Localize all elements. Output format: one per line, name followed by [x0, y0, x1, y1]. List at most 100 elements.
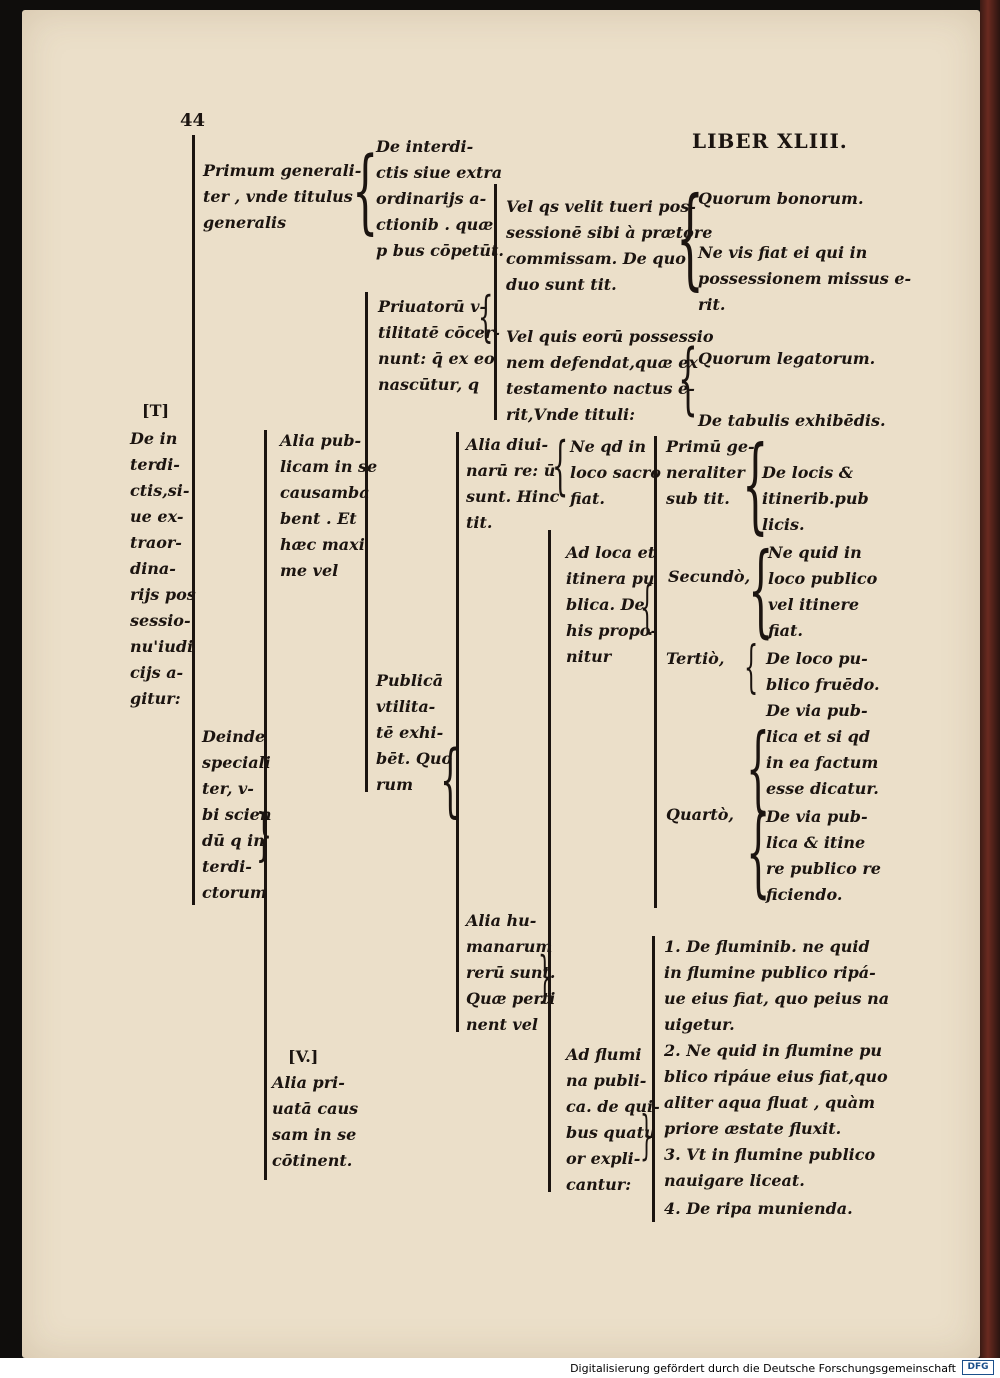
vel-quis-line: testamento nactus e- — [506, 379, 695, 398]
loco-sacro-line: loco sacro — [570, 463, 661, 482]
loco-publico-line: fiat. — [768, 621, 803, 640]
brace: { — [678, 334, 698, 424]
vel-quis-line: nem defendat,quæ ex — [506, 353, 698, 372]
de-interdictis-line: ctis siue extra — [376, 163, 503, 182]
brace: { — [744, 635, 759, 700]
de-via-reficiendo-line: ficiendo. — [766, 885, 843, 904]
brace: { — [552, 429, 569, 503]
root-line: rijs pos — [130, 585, 196, 604]
de-loco-line: De loco pu- — [766, 649, 868, 668]
humanarum-line: Alia hu- — [466, 911, 537, 930]
primum-sub-line: Primū ge- — [666, 437, 755, 456]
root-line: ue ex- — [130, 507, 184, 526]
secundo-label: Secundò, — [668, 567, 751, 586]
ad-loca-line: itinera pu — [566, 569, 655, 588]
deinde-line: ter, v- — [202, 779, 254, 798]
deinde-line: speciali — [202, 753, 271, 772]
ad-loca-line: his propo- — [566, 621, 658, 640]
loco-sacro-line: Ne qd in — [570, 437, 647, 456]
running-head: LIBER XLIII. — [692, 129, 848, 153]
quorum-bonorum: Quorum bonorum. — [698, 189, 864, 208]
publica-utilitate-line: rum — [376, 775, 413, 794]
ad-flumina-line: ca. de qui- — [566, 1097, 660, 1116]
page-number: 44 — [180, 110, 206, 131]
quorum-legatorum: Quorum legatorum. — [698, 349, 876, 368]
priuatam-line: Alia pri- — [272, 1073, 345, 1092]
de-via-facto-line: lica et si qd — [766, 727, 871, 746]
de-via-reficiendo-line: De via pub- — [766, 807, 868, 826]
vel-qs-line: sessionē sibi à prætore — [506, 223, 713, 242]
root-line: ctis,si- — [130, 481, 190, 500]
vel-qs-line: Vel qs velit tueri pos- — [506, 197, 696, 216]
footer-credit: Digitalisierung gefördert durch die Deut… — [570, 1362, 956, 1375]
ad-loca-line: blica. De — [566, 595, 645, 614]
root-line: traor- — [130, 533, 182, 552]
humanarum-line: rerū sunt. — [466, 963, 556, 982]
flumina-item-line: in flumine publico ripá- — [664, 963, 876, 982]
ad-loca-line: Ad loca et — [566, 543, 656, 562]
flumina-item-line: blico ripáue eius fiat,quo — [664, 1067, 888, 1086]
primum-line: ter , vnde titulus — [203, 187, 353, 206]
publica-utilitate-line: Publicā — [376, 671, 444, 690]
priuatorum-sub-line — [494, 184, 497, 420]
de-locis-line: licis. — [762, 515, 805, 534]
brace: { — [746, 714, 770, 823]
flumina-item-line: 1. De fluminib. ne quid — [664, 937, 870, 956]
root-line: sessio- — [130, 611, 191, 630]
primum-sub-line: sub tit. — [666, 489, 730, 508]
root-line: cijs a- — [130, 663, 184, 682]
de-via-facto-line: esse dicatur. — [766, 779, 879, 798]
brace: { — [352, 137, 379, 244]
ne-vis-line: rit. — [698, 295, 726, 314]
humanarum-line: nent vel — [466, 1015, 538, 1034]
diuinarum-line: sunt. Hinc — [466, 487, 560, 506]
de-via-facto-line: De via pub- — [766, 701, 868, 720]
deinde-line: ctorum — [202, 883, 267, 902]
brace: } — [640, 1106, 654, 1166]
quarto-label: Quartò, — [666, 805, 734, 824]
root-line: terdi- — [130, 455, 180, 474]
priuatam-line: sam in se — [272, 1125, 357, 1144]
de-locis-line: De locis & — [762, 463, 854, 482]
priuatorum-line: Priuatorū v- — [378, 297, 487, 316]
alia-publicam-line: hæc maxi — [280, 535, 365, 554]
de-via-facto-line: in ea factum — [766, 753, 879, 772]
ad-flumina-line: cantur: — [566, 1175, 632, 1194]
vel-qs-line: duo sunt tit. — [506, 275, 617, 294]
root-line: nu'iudi — [130, 637, 194, 656]
priuatam-line: cōtinent. — [272, 1151, 353, 1170]
brace: { — [478, 285, 494, 348]
diuinarum-line: Alia diui- — [466, 435, 549, 454]
brace: { — [742, 423, 769, 545]
ad-flumina-line: bus quatu — [566, 1123, 656, 1142]
flumina-item-line: aliter aqua fluat , quàm — [664, 1093, 876, 1112]
book-page — [22, 10, 980, 1358]
ad-loca-bracket-line — [654, 436, 657, 908]
alia-publicam-line: bent . Et — [280, 509, 357, 528]
publica-utilitate-line: vtilita- — [376, 697, 436, 716]
alia-publicam-line: Alia pub- — [280, 431, 362, 450]
primum-line: generalis — [203, 213, 287, 232]
loco-sacro-line: fiat. — [570, 489, 605, 508]
flumina-item-line: priore æstate fluxit. — [664, 1119, 842, 1138]
dfg-logo[interactable]: DFG — [962, 1360, 994, 1375]
ad-flumina-bracket-line — [652, 936, 655, 1222]
root-bracket-line — [192, 135, 195, 905]
deinde-line: dū q in — [202, 831, 265, 850]
deinde-bracket-line — [264, 430, 267, 1180]
deinde-line: Deinde — [202, 727, 266, 746]
brace: { — [640, 575, 655, 640]
de-tabulis: De tabulis exhibēdis. — [698, 411, 886, 430]
footer-bar — [0, 1358, 1000, 1378]
de-locis-line: itinerib.pub — [762, 489, 869, 508]
flumina-item-line: uigetur. — [664, 1015, 735, 1034]
tertio-label: Tertiò, — [666, 649, 725, 668]
brace: { — [748, 531, 774, 648]
vel-quis-line: Vel quis eorū possessio — [506, 327, 714, 346]
book-spine-edge — [980, 0, 1000, 1360]
diuinarum-line: narū re: ū — [466, 461, 556, 480]
deinde-line: bi scien — [202, 805, 272, 824]
alia-publicam-line: causamba — [280, 483, 370, 502]
flumina-item-line: 4. De ripa munienda. — [664, 1199, 853, 1218]
humanarum-bracket-line — [548, 530, 551, 1192]
